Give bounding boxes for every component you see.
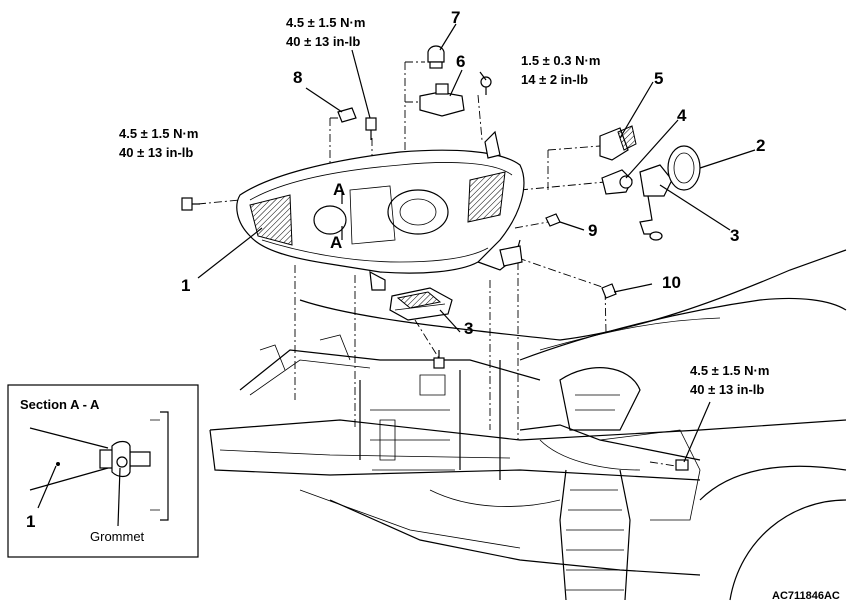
fog-lamp-bulb (601, 169, 633, 195)
callout-1: 1 (181, 276, 190, 295)
callout-6: 6 (456, 52, 465, 71)
position-lamp-bulb (427, 45, 445, 69)
figure-code: AC711846AC (772, 590, 840, 602)
torque-right-nm: 4.5 ± 1.5 N·m (690, 363, 769, 378)
headlamp-bulb (599, 125, 637, 161)
clip-fender (601, 283, 617, 299)
inset-callout-1: 1 (26, 512, 35, 531)
section-marker-lower: A (330, 233, 342, 252)
leveling-actuator (639, 164, 673, 241)
callout-3-ballast: 3 (464, 319, 473, 338)
callout-2: 2 (756, 136, 765, 155)
callout-5: 5 (654, 69, 663, 88)
torque-right-inlb: 40 ± 13 in-lb (690, 382, 764, 397)
callout-3-actuator: 3 (730, 226, 739, 245)
inset-title: Section A - A (20, 397, 100, 412)
vehicle-front-body (209, 249, 847, 601)
callout-labels: 1 2 3 3 4 5 6 7 8 9 10 A A (181, 8, 765, 338)
torque-top-nm: 4.5 ± 1.5 N·m (286, 15, 365, 30)
retaining-clip (337, 107, 357, 123)
grommet-label: Grommet (90, 529, 145, 544)
bulb-dust-cover (667, 145, 701, 191)
bulb-socket (419, 83, 465, 117)
callout-10: 10 (662, 273, 681, 292)
torque-left-nm: 4.5 ± 1.5 N·m (119, 126, 198, 141)
section-marker-upper: A (333, 180, 345, 199)
nut (545, 213, 561, 227)
callout-8: 8 (293, 68, 302, 87)
inset-labels: Section A - A 1 Grommet (20, 397, 145, 544)
torque-specs: 4.5 ± 1.5 N·m 40 ± 13 in-lb 4.5 ± 1.5 N·… (119, 15, 769, 397)
torque-small-inlb: 14 ± 2 in-lb (521, 72, 588, 87)
screw-small (480, 76, 492, 95)
bracket-bolt (433, 350, 445, 369)
mounting-bolt-top (365, 117, 377, 140)
torque-top-inlb: 40 ± 13 in-lb (286, 34, 360, 49)
headlamp-assembly (236, 130, 525, 291)
headlamp-ballast (389, 287, 453, 321)
section-a-a-inset (7, 384, 199, 558)
mounting-bolt-right (675, 459, 689, 471)
callout-7: 7 (451, 8, 460, 27)
torque-left-inlb: 40 ± 13 in-lb (119, 145, 193, 160)
torque-small-nm: 1.5 ± 0.3 N·m (521, 53, 600, 68)
callout-9: 9 (588, 221, 597, 240)
leader-lines (197, 23, 756, 463)
mounting-bolt-left (181, 197, 200, 211)
callout-4: 4 (677, 106, 687, 125)
